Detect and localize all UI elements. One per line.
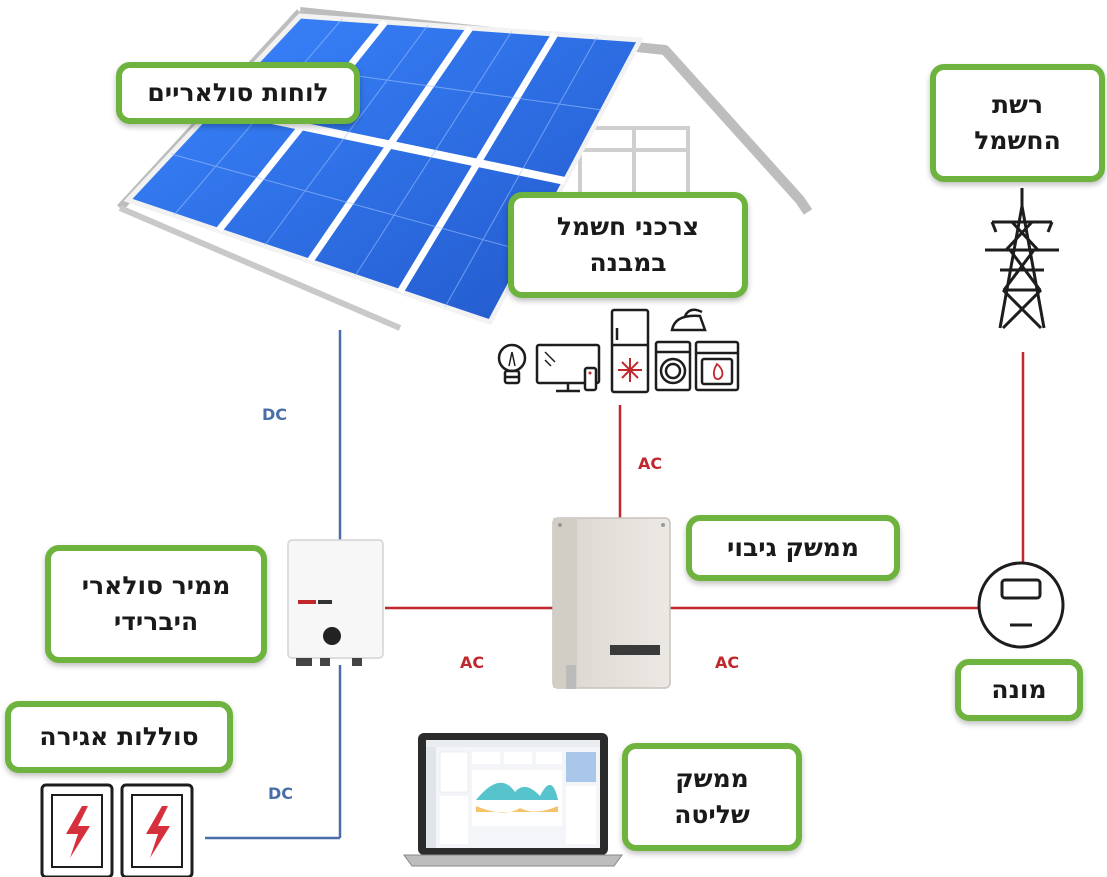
backup-interface-device xyxy=(552,517,671,689)
dc-label-top: DC xyxy=(262,405,288,424)
dc-label-bottom: DC xyxy=(268,784,294,803)
grid-label: רשת החשמל xyxy=(930,64,1105,182)
consumers-text-2: במבנה xyxy=(589,248,667,277)
ac-label-consumers: AC xyxy=(638,454,663,473)
pylon-icon xyxy=(985,188,1059,330)
meter-icon xyxy=(977,561,1065,649)
washing-machine-icon xyxy=(654,340,692,392)
inverter-device xyxy=(287,539,384,666)
ac-label-meter: AC xyxy=(715,653,740,672)
batteries-text: סוללות אגירה xyxy=(39,721,199,751)
iron-icon xyxy=(670,308,707,332)
laptop-dashboard-icon xyxy=(403,733,623,867)
backup-label: ממשק גיבוי xyxy=(686,515,900,581)
meter-label: מונה xyxy=(955,659,1083,721)
dc-wires xyxy=(205,330,342,840)
ac-wires xyxy=(385,352,1025,610)
consumers-text-1: צרכני חשמל xyxy=(556,211,700,241)
grid-text-2: החשמל xyxy=(974,126,1061,155)
ac-label-inverter: AC xyxy=(460,653,485,672)
backup-text: ממשק גיבוי xyxy=(727,532,859,562)
inverter-label: ממיר סולארי היברידי xyxy=(45,545,267,663)
oven-icon xyxy=(694,340,740,392)
control-text-2: שליטה xyxy=(674,800,750,829)
bulb-icon xyxy=(497,343,527,385)
inverter-text-1: ממיר סולארי xyxy=(81,570,231,600)
control-text-1: ממשק xyxy=(675,763,749,793)
solar-panels-label: לוחות סולאריים xyxy=(116,62,360,124)
batteries-icons xyxy=(40,783,194,877)
tv-icon xyxy=(535,343,601,393)
control-label: ממשק שליטה xyxy=(622,743,802,851)
solar-panels-text: לוחות סולאריים xyxy=(147,77,329,107)
grid-text-1: רשת xyxy=(991,89,1044,119)
fridge-icon xyxy=(610,308,650,394)
inverter-text-2: היברידי xyxy=(113,607,199,636)
appliances-icons xyxy=(497,308,740,394)
batteries-label: סוללות אגירה xyxy=(5,701,233,773)
meter-text: מונה xyxy=(991,674,1047,704)
consumers-label: צרכני חשמל במבנה xyxy=(508,192,748,298)
